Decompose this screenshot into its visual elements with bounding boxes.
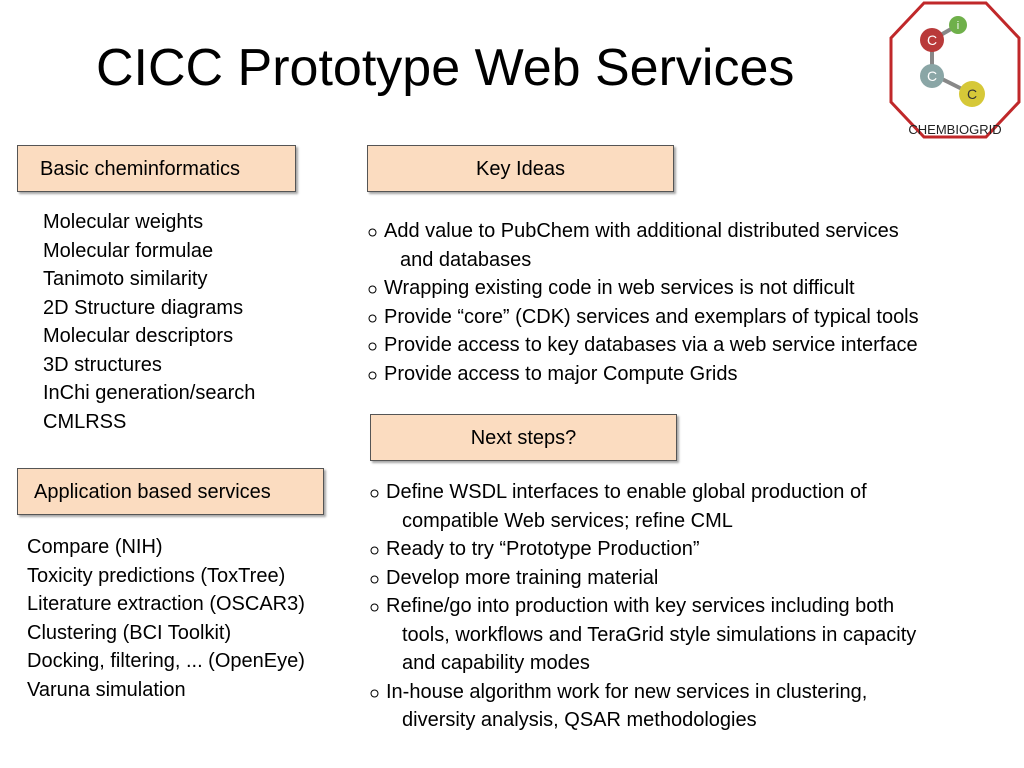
key-ideas-header: Key Ideas — [367, 145, 674, 192]
hollow-bullet-icon — [370, 575, 379, 584]
hollow-bullet-icon — [368, 342, 377, 351]
hollow-bullet-icon — [368, 228, 377, 237]
list-item: Tanimoto similarity — [43, 268, 208, 290]
bullet-item: Develop more training material — [370, 564, 1010, 593]
list-item: Clustering (BCI Toolkit) — [27, 621, 232, 644]
bullet-line: Refine/go into production with key servi… — [386, 595, 895, 617]
bullet-item: Add value to PubChem with additional dis… — [368, 217, 1008, 274]
list-item: Compare (NIH) — [27, 536, 163, 558]
list-item: Literature extraction (OSCAR3) — [27, 593, 305, 615]
hollow-bullet-icon — [368, 285, 377, 294]
bullet-line: Provide “core” (CDK) services and exempl… — [384, 305, 919, 328]
bullet-item: Provide access to key databases via a we… — [368, 331, 1008, 360]
list-item: Molecular formulae — [43, 239, 214, 262]
bullet-line: Wrapping existing code in web services i… — [384, 277, 855, 299]
bullet-line: and databases — [400, 248, 532, 271]
bullet-line: tools, workflows and TeraGrid style simu… — [402, 623, 917, 646]
bullet-line: compatible Web services; refine CML — [402, 509, 733, 532]
next-steps-list: Define WSDL interfaces to enable global … — [370, 478, 1010, 735]
chembiogrid-logo: C i C C CHEMBIOGRID — [889, 1, 1021, 139]
bullet-item: Refine/go into production with key servi… — [370, 592, 1010, 678]
hollow-bullet-icon — [370, 689, 379, 698]
basic-cheminformatics-header: Basic cheminformatics — [17, 145, 296, 192]
list-item: 2D Structure diagrams — [43, 296, 244, 319]
bullet-item: Wrapping existing code in web services i… — [368, 274, 1008, 303]
list-item: Molecular weights — [43, 211, 204, 233]
bullet-line: diversity analysis, QSAR methodologies — [402, 709, 757, 731]
logo-letter: C — [927, 68, 937, 84]
bullet-item: Ready to try “Prototype Production” — [370, 535, 1010, 564]
bullet-line: Develop more training material — [386, 566, 659, 589]
hollow-bullet-icon — [370, 489, 379, 498]
application-services-header: Application based services — [17, 468, 324, 515]
application-services-list: Compare (NIH) Toxicity predictions (ToxTr… — [27, 533, 305, 704]
logo-letter: i — [957, 20, 959, 32]
bullet-item: Provide “core” (CDK) services and exempl… — [368, 303, 1008, 332]
key-ideas-list: Add value to PubChem with additional dis… — [368, 217, 1008, 388]
bullet-line: Ready to try “Prototype Production” — [386, 538, 700, 560]
bullet-item: Define WSDL interfaces to enable global … — [370, 478, 1010, 535]
list-item: 3D structures — [43, 353, 162, 376]
bullet-line: Add value to PubChem with additional dis… — [384, 220, 899, 242]
list-item: Molecular descriptors — [43, 325, 234, 347]
hollow-bullet-icon — [368, 314, 377, 323]
list-item: Varuna simulation — [27, 678, 186, 701]
next-steps-header: Next steps? — [370, 414, 677, 461]
hollow-bullet-icon — [370, 603, 379, 612]
logo-letter: C — [967, 86, 977, 102]
list-item: CMLRSS — [43, 410, 127, 433]
list-item: Toxicity predictions (ToxTree) — [27, 564, 286, 587]
bullet-line: In-house algorithm work for new services… — [386, 680, 868, 703]
logo-letter: C — [927, 32, 937, 48]
logo-text: CHEMBIOGRID — [908, 122, 1001, 137]
bullet-line: Provide access to key databases via a we… — [384, 334, 918, 356]
list-item: InChi generation/search — [43, 382, 256, 404]
bullet-line: Provide access to major Compute Grids — [384, 362, 738, 385]
bullet-line: and capability modes — [402, 652, 590, 674]
hollow-bullet-icon — [368, 371, 377, 380]
bullet-item: Provide access to major Compute Grids — [368, 360, 1008, 389]
slide-title: CICC Prototype Web Services — [96, 39, 795, 97]
bullet-line: Define WSDL interfaces to enable global … — [386, 481, 867, 503]
list-item: Docking, filtering, ... (OpenEye) — [27, 650, 305, 672]
bullet-item: In-house algorithm work for new services… — [370, 678, 1010, 735]
hollow-bullet-icon — [370, 546, 379, 555]
